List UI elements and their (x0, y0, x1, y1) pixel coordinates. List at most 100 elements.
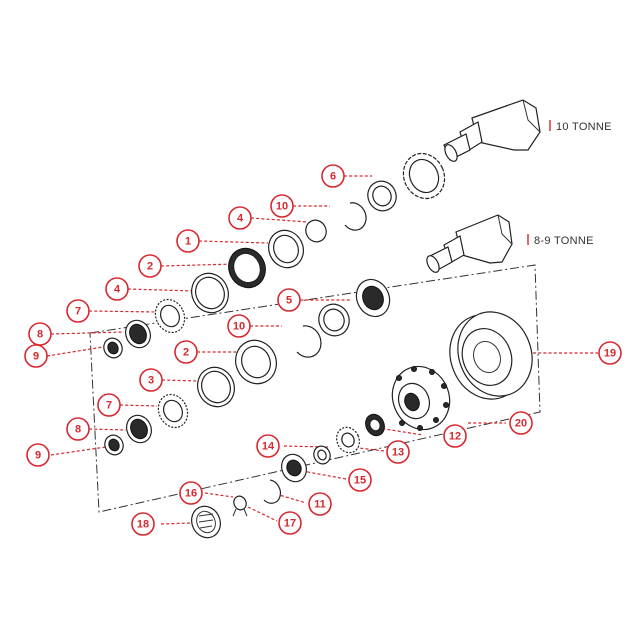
pin-16-17 (232, 495, 248, 517)
callout-c4a: 4 (228, 206, 252, 230)
callout-circle (443, 424, 467, 448)
washer-5 (318, 303, 350, 337)
callout-circle (321, 164, 345, 188)
callout-circle (348, 468, 372, 492)
model-label-10-tonne: 10 TONNE (549, 120, 611, 133)
callout-number: 11 (314, 499, 326, 511)
callout-circle (179, 481, 203, 505)
callout-number: 8 (75, 424, 81, 436)
callout-c10b: 10 (227, 314, 251, 338)
callout-circle (227, 314, 251, 338)
spindle-8-9-tonne (426, 214, 513, 273)
callout-circle (97, 393, 121, 417)
callout-circle (66, 417, 90, 441)
callout-c15: 15 (348, 468, 372, 492)
bearing-cup-2-bottom (235, 339, 277, 385)
washer-14 (313, 445, 331, 465)
callout-circle (509, 411, 533, 435)
hub-cap-18 (191, 505, 221, 539)
spindle-10-tonne (443, 99, 541, 162)
callout-c7b: 7 (97, 393, 121, 417)
model-label-8-9-tonne: 8-9 TONNE (527, 234, 594, 247)
callout-circle (138, 254, 162, 278)
callout-c1: 1 (176, 229, 200, 253)
callout-number: 6 (330, 171, 336, 183)
callout-number: 12 (449, 431, 461, 443)
callout-circle (308, 492, 332, 516)
callout-c12: 12 (443, 424, 467, 448)
callout-c17: 17 (278, 511, 302, 535)
callout-circle (256, 434, 280, 458)
circlip-10-bottom (296, 325, 322, 358)
ring-4-top (191, 272, 229, 314)
callout-number: 2 (147, 261, 153, 273)
washer-6 (367, 180, 397, 212)
callout-circle (228, 206, 252, 230)
callout-c4b: 4 (105, 277, 129, 301)
callout-circle (278, 511, 302, 535)
callout-c10a: 10 (270, 194, 294, 218)
callout-number: 7 (106, 400, 112, 412)
cap-9-top (103, 337, 123, 359)
bearing-8-bottom (126, 414, 152, 444)
callout-number: 17 (284, 518, 296, 530)
ring-3 (197, 366, 235, 408)
model-label-8-9-tonne-text: 8-9 TONNE (534, 235, 594, 247)
callout-circle (66, 299, 90, 323)
callout-number: 20 (515, 418, 527, 430)
callout-c7a: 7 (66, 299, 90, 323)
callout-c16: 16 (179, 481, 203, 505)
callout-circle (26, 443, 50, 467)
callout-c2b: 2 (174, 340, 198, 364)
bearing-7-top (154, 298, 186, 334)
callout-number: 9 (33, 351, 39, 363)
callout-circle (131, 512, 155, 536)
brake-drum-19 (449, 311, 533, 400)
callout-c9a: 9 (24, 344, 48, 368)
callout-circle (277, 288, 301, 312)
callout-c20: 20 (509, 411, 533, 435)
callout-number: 8 (37, 329, 43, 341)
callout-number: 7 (75, 306, 81, 318)
hub-nut-5 (355, 278, 391, 318)
bearing-13 (336, 426, 360, 454)
callout-circle (176, 229, 200, 253)
callout-number: 9 (35, 450, 41, 462)
callout-number: 19 (604, 348, 616, 360)
callout-number: 10 (233, 321, 245, 333)
callout-circle (105, 277, 129, 301)
seal-20 (365, 413, 385, 437)
callout-c6: 6 (321, 164, 345, 188)
callout-c8b: 8 (66, 417, 90, 441)
callout-circle (174, 340, 198, 364)
callout-number: 15 (354, 475, 366, 487)
callout-number: 13 (392, 447, 404, 459)
callout-c13: 13 (386, 440, 410, 464)
wheel-hub-12 (391, 365, 451, 431)
nut-15 (281, 453, 307, 483)
bearing-7-bottom (157, 393, 189, 429)
callout-number: 4 (114, 284, 121, 296)
callout-number: 2 (183, 347, 189, 359)
callout-c11: 11 (308, 492, 332, 516)
callout-c9b: 9 (26, 443, 50, 467)
callout-c14: 14 (256, 434, 280, 458)
callout-number: 5 (286, 295, 292, 307)
callout-number: 10 (276, 201, 288, 213)
callout-circle (270, 194, 294, 218)
callout-c2a: 2 (138, 254, 162, 278)
callout-number: 18 (137, 519, 149, 531)
callout-number: 16 (185, 488, 197, 500)
seal-1-top (268, 229, 304, 269)
callout-c8a: 8 (28, 322, 52, 346)
ring-4-top-small (305, 219, 327, 243)
callout-c18: 18 (131, 512, 155, 536)
assembly-frame (89, 264, 541, 513)
bearing-8-top (125, 319, 151, 349)
circlip-10-top (344, 202, 367, 231)
bearing-cup-2-top (228, 247, 266, 289)
circlip-11 (263, 479, 282, 504)
callout-number: 14 (262, 441, 275, 453)
callout-c19: 19 (598, 341, 622, 365)
